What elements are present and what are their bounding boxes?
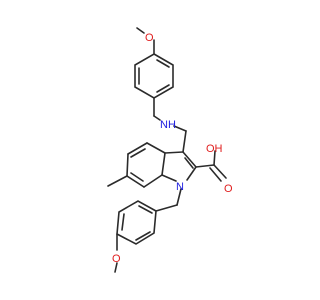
atom-n-indole: N (176, 181, 184, 193)
bond (121, 213, 125, 231)
bond (182, 130, 187, 153)
bond (127, 142, 148, 155)
bond (195, 164, 215, 168)
bond (143, 174, 163, 188)
bond (213, 150, 216, 166)
bond (161, 152, 166, 176)
bond (153, 115, 161, 121)
molecule-canvas: O NH OH O N O (107, 27, 233, 273)
atom-o-bottom: O (112, 253, 121, 265)
bond (126, 175, 145, 188)
bond (186, 166, 197, 181)
bond (138, 205, 153, 214)
bond (182, 151, 197, 168)
bond (114, 262, 118, 273)
bond (184, 157, 194, 169)
bond (135, 231, 151, 241)
bond (164, 151, 184, 154)
bond (146, 142, 166, 154)
bond (107, 175, 128, 187)
bond (156, 59, 170, 68)
structure-diagram: O NH OH O N O (107, 27, 233, 273)
bond (156, 84, 170, 93)
bond (161, 174, 177, 182)
atom-nh: NH (160, 119, 176, 131)
atom-o-acid: O (224, 183, 233, 195)
bond (213, 164, 227, 179)
bond (209, 167, 222, 182)
bond (173, 125, 187, 132)
bond (130, 172, 144, 182)
bond (130, 148, 146, 158)
atom-oh: OH (206, 143, 223, 155)
bond (126, 153, 129, 177)
bond (176, 188, 182, 206)
atom-o-top: O (145, 32, 154, 44)
bond (136, 27, 145, 34)
bond (155, 204, 178, 212)
ring-top (134, 53, 174, 99)
